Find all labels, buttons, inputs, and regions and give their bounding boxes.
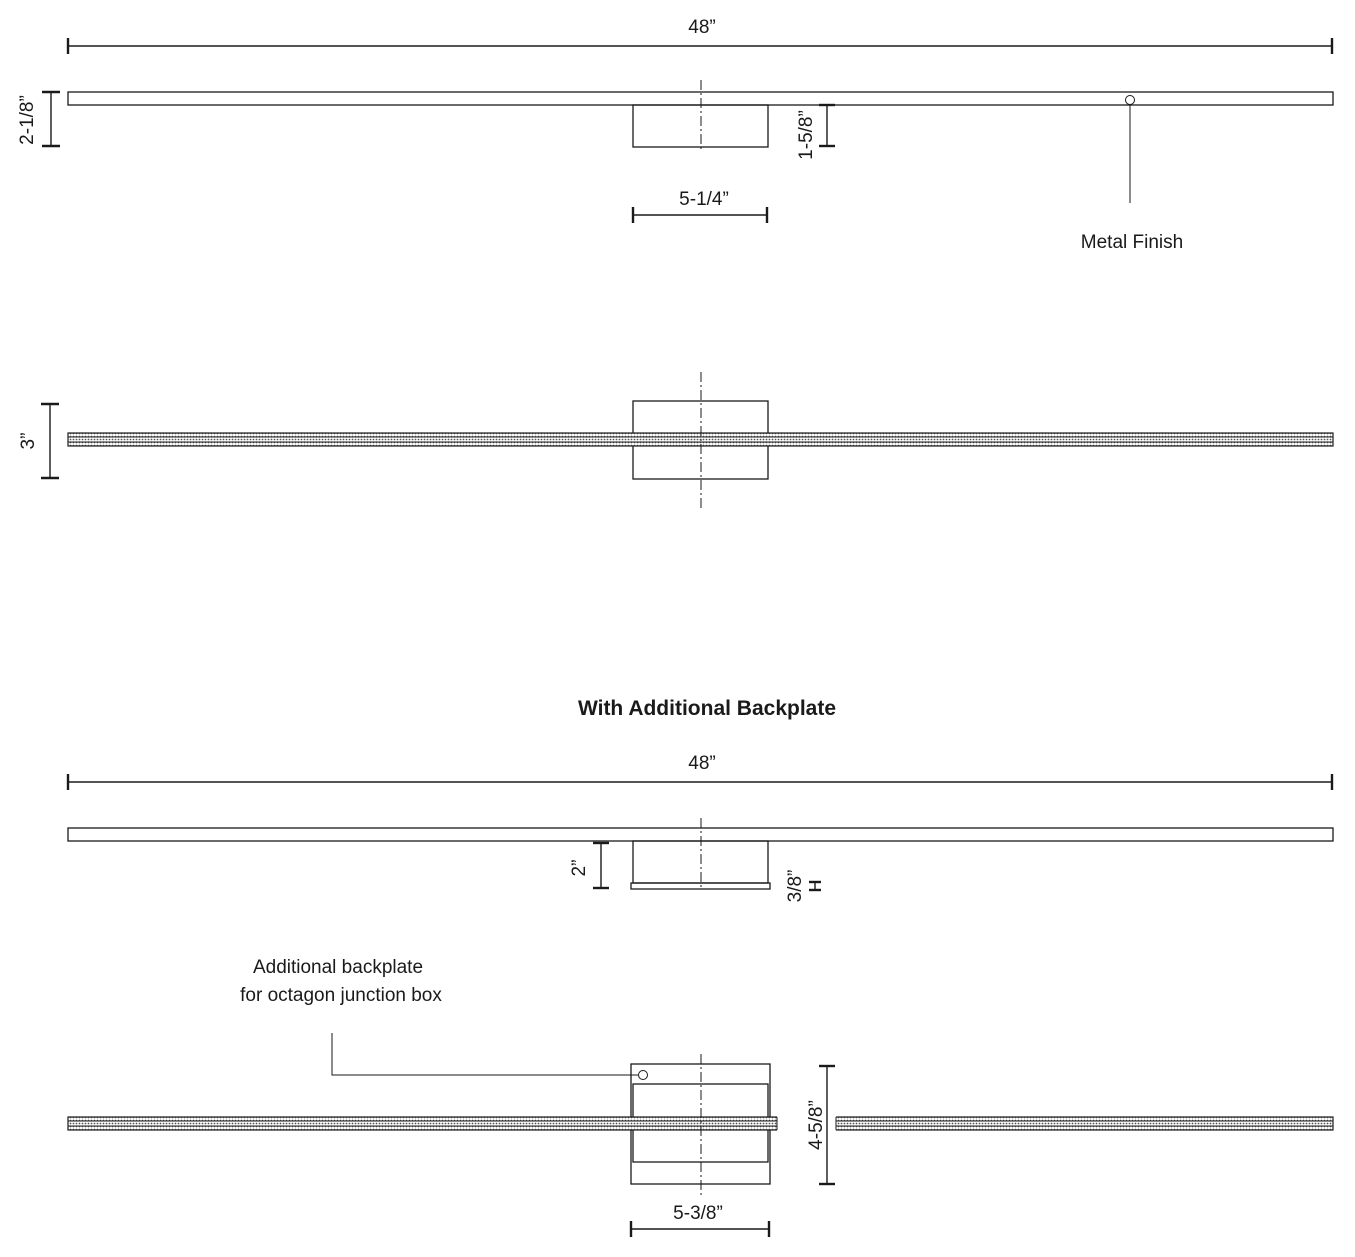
- depth-dimension: 2-1/8”: [17, 90, 60, 148]
- metal-finish-label: Metal Finish: [1081, 232, 1183, 253]
- canopy-width-label: 5-1/4”: [679, 189, 729, 210]
- section-title: With Additional Backplate: [578, 697, 836, 720]
- backplate-height-dimension: 4-5/8”: [806, 1064, 835, 1186]
- metal-finish-callout: Metal Finish: [1081, 95, 1183, 253]
- backplate-overall-width-dimension: 48”: [66, 753, 1334, 790]
- canopy-depth-dimension: 1-5/8”: [796, 103, 835, 160]
- backplate-thickness-dimension: 3/8”: [785, 870, 821, 903]
- overall-width-label: 48”: [688, 17, 715, 38]
- backplate-callout-leader: [331, 1033, 638, 1076]
- canopy-width-dimension: 5-1/4”: [631, 189, 769, 223]
- backplate-front-view: 4-5/8” 5-3/8”: [67, 1033, 1334, 1237]
- top-view: 48” 2-1/8” 1-5/8” 5-1/4”: [17, 17, 1334, 253]
- height-dimension: 3”: [18, 402, 59, 480]
- backplate-thickness-label: 3/8”: [785, 870, 806, 903]
- height-label: 3”: [18, 433, 39, 450]
- backplate-canopy-depth-label: 2”: [569, 860, 590, 877]
- backplate-height-label: 4-5/8”: [806, 1100, 827, 1150]
- canopy-depth-label: 1-5/8”: [796, 110, 817, 160]
- backplate-callout-line2: for octagon junction box: [240, 985, 442, 1006]
- backplate-canopy-depth-dimension: 2”: [569, 841, 609, 890]
- backplate-width-label: 5-3/8”: [673, 1203, 723, 1224]
- backplate-overall-width-label: 48”: [688, 753, 715, 774]
- backplate-plate: [630, 882, 771, 890]
- overall-width-dimension: 48”: [66, 17, 1334, 54]
- front-view: 3”: [18, 372, 1334, 508]
- backplate-width-dimension: 5-3/8”: [629, 1203, 771, 1237]
- depth-label: 2-1/8”: [17, 95, 38, 145]
- backplate-callout-line1: Additional backplate: [253, 957, 423, 978]
- backplate-top-view: 48” 2” 3/8”: [66, 753, 1334, 903]
